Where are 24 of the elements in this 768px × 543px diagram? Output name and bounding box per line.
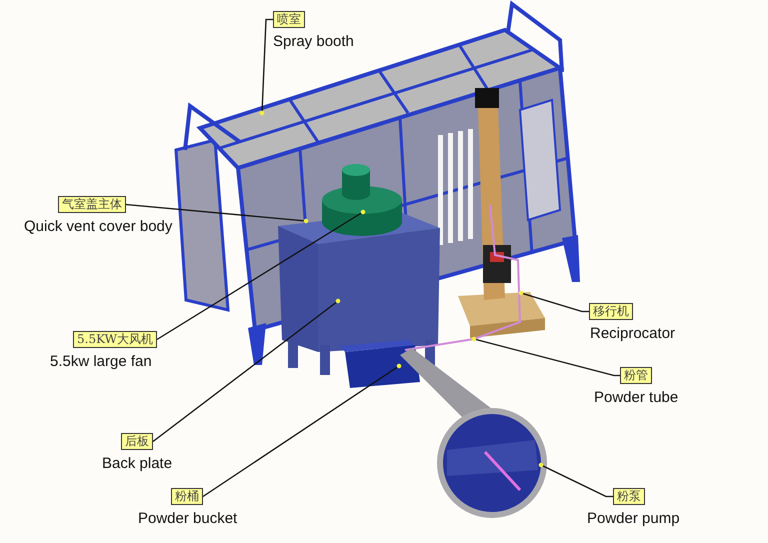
- callout-label: Reciprocator: [590, 325, 676, 342]
- callout-tag: 后板: [121, 433, 153, 450]
- callout-tag: 粉桶: [171, 488, 203, 505]
- leader-line: [260, 18, 273, 116]
- callout-label: Powder pump: [587, 510, 680, 527]
- callout-label: 5.5kw large fan: [50, 353, 152, 370]
- leader-line: [472, 336, 620, 376]
- leader-line: [152, 298, 340, 442]
- leader-line: [538, 462, 613, 498]
- callout-label: Powder bucket: [138, 510, 238, 527]
- leader-line: [126, 204, 308, 224]
- callout-tag: 移行机: [589, 303, 633, 320]
- leader-line: [156, 210, 366, 340]
- callout-tag: 粉管: [620, 367, 652, 384]
- callout-label: Back plate: [102, 455, 172, 472]
- callout-tag: 喷室: [273, 11, 305, 28]
- callout-tag: 粉泵: [613, 488, 645, 505]
- leader-line: [202, 364, 402, 498]
- callout-label: Quick vent cover body: [24, 218, 172, 235]
- callout-tag: 5.5KW大风机: [73, 331, 157, 348]
- callout-label: Powder tube: [594, 389, 678, 406]
- callout-label: Spray booth: [273, 33, 354, 50]
- callout-tag: 气室盖主体: [58, 196, 126, 213]
- leader-line: [518, 290, 589, 312]
